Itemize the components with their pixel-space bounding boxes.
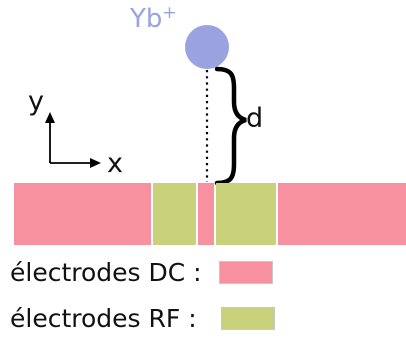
dc-electrode-left	[14, 183, 151, 245]
rf-electrode-left	[153, 183, 196, 245]
dc-electrode-center	[198, 183, 214, 245]
legend-dc: électrodes DC :	[10, 258, 273, 287]
ion-label-superscript: +	[162, 3, 176, 23]
legend-dc-swatch	[218, 261, 273, 284]
legend-rf: électrodes RF :	[10, 304, 275, 333]
y-axis-arrowhead	[45, 112, 55, 123]
distance-label: d	[246, 103, 263, 134]
ion-label-base: Yb	[129, 4, 162, 34]
y-axis-label: y	[28, 86, 44, 117]
rf-electrode-right	[216, 183, 276, 245]
legend-rf-swatch	[220, 307, 275, 330]
ion-sphere	[185, 25, 229, 69]
legend-rf-label: électrodes RF :	[10, 304, 197, 333]
x-axis-arrowhead	[90, 158, 101, 168]
distance-brace	[214, 66, 247, 186]
x-axis-label: x	[107, 148, 123, 179]
legend-dc-label: électrodes DC :	[10, 258, 202, 287]
dc-electrode-right	[278, 183, 406, 245]
ion-label: Yb+	[129, 3, 177, 34]
